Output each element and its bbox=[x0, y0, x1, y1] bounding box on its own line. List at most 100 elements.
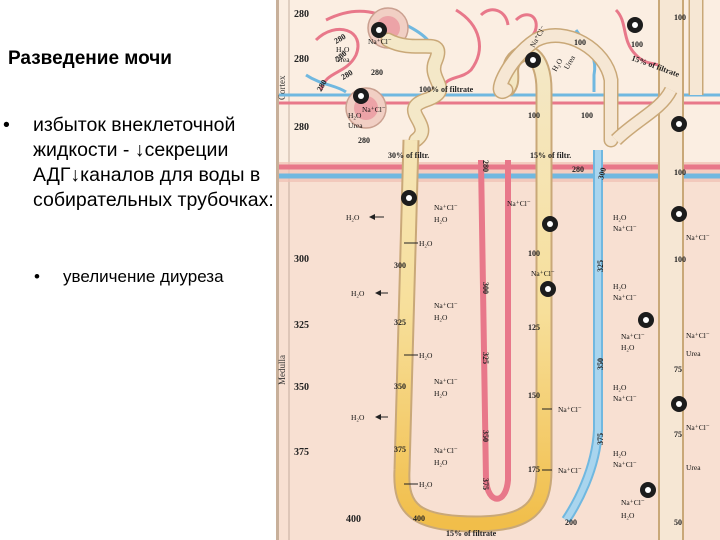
osmolarity-value: 280 bbox=[294, 9, 309, 20]
h2o-label: H₂O bbox=[348, 111, 362, 120]
nacl-label: Na⁺Cl⁻ bbox=[686, 233, 710, 242]
vessel-value: 350 bbox=[596, 358, 605, 370]
filtrate-label-100: 100% of filtrate bbox=[419, 85, 474, 94]
h2o-label: H₂O bbox=[621, 343, 635, 352]
nacl-label: Na⁺Cl⁻ bbox=[434, 377, 458, 386]
h2o-label: H₂O bbox=[434, 458, 448, 467]
nacl-label: Na⁺Cl⁻ bbox=[613, 394, 637, 403]
transport-pump bbox=[353, 88, 369, 104]
filtrate-label-30: 30% of filtr. bbox=[388, 151, 429, 160]
peritubular-capillary bbox=[314, 27, 360, 91]
nacl-label: Na⁺Cl⁻ bbox=[621, 332, 645, 341]
collecting-value: 100 bbox=[674, 255, 686, 264]
cortex-label: Cortex bbox=[277, 75, 287, 100]
h2o-label: H₂O bbox=[351, 413, 365, 422]
osmolarity-value: 375 bbox=[294, 447, 309, 458]
peritubular-capillary bbox=[479, 8, 510, 26]
ascending-limb-value: 125 bbox=[528, 323, 540, 332]
h2o-label: H₂O bbox=[419, 480, 433, 489]
collecting-value: 50 bbox=[674, 518, 682, 527]
filtrate-label-15: 15% of filtr. bbox=[530, 151, 571, 160]
vessel-value: 375 bbox=[481, 478, 490, 490]
transport-pump bbox=[540, 281, 556, 297]
nacl-label: Na⁺Cl⁻ bbox=[686, 331, 710, 340]
h2o-label: H₂O bbox=[613, 383, 627, 392]
h2o-label: H₂O bbox=[351, 289, 365, 298]
h2o-label: H₂O bbox=[613, 449, 627, 458]
ascending-limb-value: 200 bbox=[565, 518, 577, 527]
descending-limb-value: 325 bbox=[394, 318, 406, 327]
osmolarity-value: 280 bbox=[294, 122, 309, 133]
nacl-label: Na⁺Cl⁻ bbox=[613, 293, 637, 302]
nacl-label: Na⁺Cl⁻ bbox=[621, 498, 645, 507]
top-value: 100 bbox=[581, 111, 593, 120]
ascending-limb-value: 150 bbox=[528, 391, 540, 400]
nacl-label: Na⁺Cl⁻ bbox=[434, 301, 458, 310]
bullet-text-1: избыток внеклеточной жидкости - ↓секреци… bbox=[33, 114, 274, 211]
bullet-marker: • bbox=[34, 267, 40, 286]
transport-pump bbox=[640, 482, 656, 498]
osmolarity-value: 300 bbox=[294, 254, 309, 265]
h2o-label: H₂O bbox=[419, 239, 433, 248]
peritubular-capillary bbox=[439, 8, 481, 91]
urea-label: Urea bbox=[335, 55, 350, 64]
bullet-item-1: • избыток внеклеточной жидкости - ↓секре… bbox=[3, 113, 275, 213]
solute-label-group: Na⁺Cl⁻ H₂O Urea bbox=[335, 37, 392, 64]
descending-limb-value: 375 bbox=[394, 445, 406, 454]
descending-limb-value: 350 bbox=[394, 382, 406, 391]
vasa-recta-blue-lumen bbox=[563, 150, 601, 522]
vessel-value: 325 bbox=[596, 260, 605, 272]
vasa-recta-red bbox=[478, 159, 511, 502]
osmolarity-value: 280 bbox=[294, 54, 309, 65]
transport-pump bbox=[671, 116, 687, 132]
collecting-value: 75 bbox=[674, 365, 682, 374]
proximal-tubule bbox=[382, 34, 446, 146]
medulla-label: Medulla bbox=[277, 355, 287, 385]
osmolarity-value: 400 bbox=[346, 514, 361, 525]
collecting-value: 100 bbox=[674, 13, 686, 22]
figure-left-border bbox=[276, 0, 279, 540]
filtrate-label-15-loop: 15% of filtrate bbox=[446, 529, 497, 538]
top-value: 100 bbox=[631, 40, 643, 49]
osmolarity-value: 325 bbox=[294, 320, 309, 331]
h2o-label: H₂O bbox=[613, 213, 627, 222]
ascending-limb-value: 100 bbox=[528, 111, 540, 120]
descending-limb-value: 400 bbox=[413, 514, 425, 523]
nephron-diagram: Cortex Medulla 280 280 280 300 325 350 3… bbox=[276, 0, 720, 540]
vessel-value: 300 bbox=[596, 167, 608, 181]
urea-label: Urea bbox=[348, 121, 363, 130]
nacl-label: Na⁺Cl⁻ bbox=[558, 466, 582, 475]
transport-pump bbox=[525, 52, 541, 68]
osmolarity-value: 350 bbox=[294, 382, 309, 393]
peritubular-venule bbox=[305, 73, 347, 94]
h2o-label: H₂O bbox=[346, 213, 360, 222]
proximal-value: 280 bbox=[371, 68, 383, 77]
connecting-tubule bbox=[612, 87, 676, 144]
nacl-label: Na⁺Cl⁻ bbox=[507, 199, 531, 208]
h2o-label: H₂O bbox=[434, 215, 448, 224]
h2o-label: H₂O bbox=[419, 351, 433, 360]
vessel-value: 325 bbox=[481, 352, 490, 364]
nacl-label: Na⁺Cl⁻ bbox=[531, 269, 555, 278]
nacl-label: Na⁺Cl⁻ bbox=[686, 423, 710, 432]
urea-label: Urea bbox=[686, 463, 701, 472]
nacl-label: Na⁺Cl⁻ bbox=[434, 203, 458, 212]
collecting-value: 100 bbox=[674, 168, 686, 177]
proximal-value: 280 bbox=[358, 136, 370, 145]
nacl-label: Na⁺Cl⁻ bbox=[613, 224, 637, 233]
h2o-label: H₂O bbox=[613, 282, 627, 291]
top-value: 280 bbox=[572, 165, 584, 174]
medulla-background bbox=[276, 175, 720, 540]
transport-pump bbox=[627, 17, 643, 33]
transport-pump bbox=[638, 312, 654, 328]
descending-limb-value: 300 bbox=[394, 261, 406, 270]
nacl-label: Na⁺Cl⁻ bbox=[613, 460, 637, 469]
ascending-limb-value: 175 bbox=[528, 465, 540, 474]
h2o-label: H₂O bbox=[621, 511, 635, 520]
nacl-label: Na⁺Cl⁻ bbox=[434, 446, 458, 455]
solute-label-group: H₂O Urea Na⁺Cl⁻ bbox=[348, 105, 386, 130]
transport-pump bbox=[542, 216, 558, 232]
vessel-value: 350 bbox=[481, 430, 490, 442]
vessel-value: 375 bbox=[596, 433, 605, 445]
urea-label: Urea bbox=[686, 349, 701, 358]
